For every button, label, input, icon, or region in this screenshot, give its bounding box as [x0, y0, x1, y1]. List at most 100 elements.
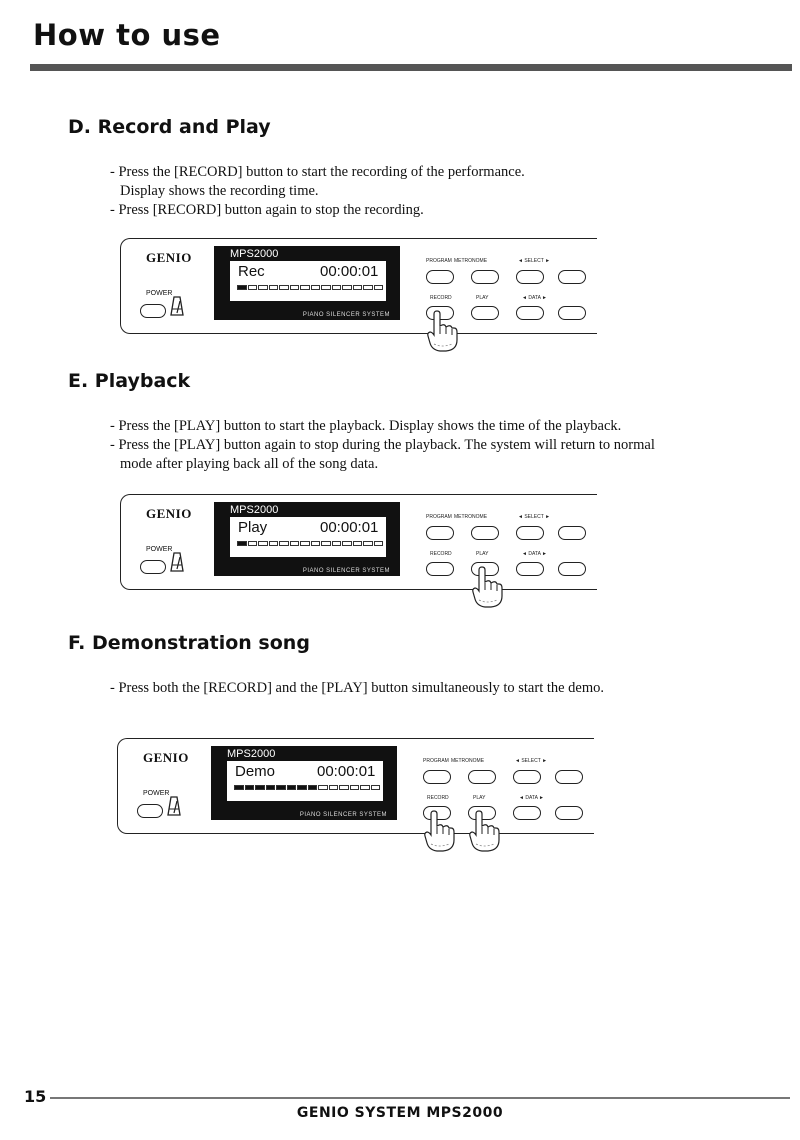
lcd-segment: [373, 285, 383, 290]
lcd-model-label: MPS2000: [230, 248, 279, 260]
select-label: ◄ SELECT ►: [515, 758, 548, 764]
lcd-segment: [286, 785, 296, 790]
panel-frame: [120, 494, 597, 590]
lcd-segment: [370, 785, 380, 790]
metronome-label: METRONOME: [454, 258, 488, 264]
data-right-button[interactable]: [558, 562, 586, 576]
program-button[interactable]: [426, 526, 454, 540]
text-line: Display shows the recording time.: [120, 183, 319, 199]
lcd-segment: [360, 785, 370, 790]
lcd-progress-bar: [237, 541, 383, 548]
select-right-button[interactable]: [555, 770, 583, 784]
lcd-segment: [339, 785, 349, 790]
lcd-segment: [268, 541, 278, 546]
lcd-model-label: MPS2000: [230, 504, 279, 516]
footer-rule: [50, 1097, 790, 1099]
data-left-button[interactable]: [516, 306, 544, 320]
data-left-button[interactable]: [516, 562, 544, 576]
data-left-button[interactable]: [513, 806, 541, 820]
metronome-button[interactable]: [468, 770, 496, 784]
lcd-segment: [276, 785, 286, 790]
data-label: ◄ DATA ►: [522, 551, 547, 557]
record-label: RECORD: [427, 795, 449, 801]
lcd-segment: [268, 285, 278, 290]
text-line: - Press the [RECORD] button to start the…: [110, 164, 525, 180]
data-label: ◄ DATA ►: [522, 295, 547, 301]
lcd-subtitle: PIANO SILENCER SYSTEM: [299, 812, 387, 818]
power-label: POWER: [146, 290, 173, 297]
lcd-model-label: MPS2000: [227, 748, 276, 760]
lcd-segment: [234, 785, 244, 790]
lcd-segment: [255, 785, 265, 790]
data-right-button[interactable]: [558, 306, 586, 320]
lcd-segment: [247, 541, 257, 546]
power-label: POWER: [143, 790, 170, 797]
lcd-segment: [237, 541, 247, 546]
metronome-icon: [167, 796, 181, 816]
section-demo-title: F. Demonstration song: [68, 632, 310, 654]
play-button[interactable]: [471, 306, 499, 320]
select-left-button[interactable]: [516, 270, 544, 284]
lcd-progress-bar: [237, 285, 383, 292]
lcd-subtitle: PIANO SILENCER SYSTEM: [302, 568, 390, 574]
lcd-time: 00:00:01: [320, 263, 379, 280]
panel-frame: [117, 738, 594, 834]
select-left-button[interactable]: [516, 526, 544, 540]
metronome-icon: [170, 552, 184, 572]
lcd-segment: [300, 285, 310, 290]
section-playback-title: E. Playback: [68, 370, 191, 392]
lcd-segment: [300, 541, 310, 546]
lcd-segment: [258, 541, 268, 546]
power-button[interactable]: [140, 560, 166, 574]
lcd-segment: [279, 285, 289, 290]
lcd-segment: [349, 785, 359, 790]
select-right-button[interactable]: [558, 526, 586, 540]
lcd-segment: [363, 285, 373, 290]
record-label: RECORD: [430, 295, 452, 301]
header-rule: [30, 64, 792, 71]
brand-label: GENIO: [146, 506, 192, 521]
program-label: PROGRAM: [426, 514, 452, 520]
section-demo-text: - Press both the [RECORD] and the [PLAY]…: [110, 679, 770, 698]
lcd-segment: [307, 785, 317, 790]
page-number: 15: [24, 1087, 47, 1106]
text-line: - Press the [PLAY] button to start the p…: [110, 418, 622, 434]
lcd-mode: Demo: [235, 763, 276, 780]
lcd-subtitle: PIANO SILENCER SYSTEM: [302, 312, 390, 318]
play-label: PLAY: [476, 295, 489, 301]
lcd-progress-bar: [234, 785, 380, 792]
select-left-button[interactable]: [513, 770, 541, 784]
record-button[interactable]: [426, 562, 454, 576]
metronome-button[interactable]: [471, 526, 499, 540]
lcd-segment: [258, 285, 268, 290]
metronome-button[interactable]: [471, 270, 499, 284]
lcd-segment: [289, 541, 299, 546]
lcd-segment: [310, 285, 320, 290]
play-label: PLAY: [473, 795, 486, 801]
power-button[interactable]: [140, 304, 166, 318]
lcd-segment: [373, 541, 383, 546]
power-button[interactable]: [137, 804, 163, 818]
program-button[interactable]: [423, 770, 451, 784]
select-label: ◄ SELECT ►: [518, 258, 551, 264]
pressing-hand-icon: [422, 310, 462, 352]
select-right-button[interactable]: [558, 270, 586, 284]
data-right-button[interactable]: [555, 806, 583, 820]
play-label: PLAY: [476, 551, 489, 557]
lcd-segment: [244, 785, 254, 790]
lcd-segment: [363, 541, 373, 546]
text-line: - Press both the [RECORD] and the [PLAY]…: [110, 680, 605, 696]
program-label: PROGRAM: [423, 758, 449, 764]
pressing-hand-icon: [419, 810, 459, 852]
select-label: ◄ SELECT ►: [518, 514, 551, 520]
pressing-hand-icon: [464, 810, 504, 852]
program-button[interactable]: [426, 270, 454, 284]
lcd-segment: [342, 285, 352, 290]
